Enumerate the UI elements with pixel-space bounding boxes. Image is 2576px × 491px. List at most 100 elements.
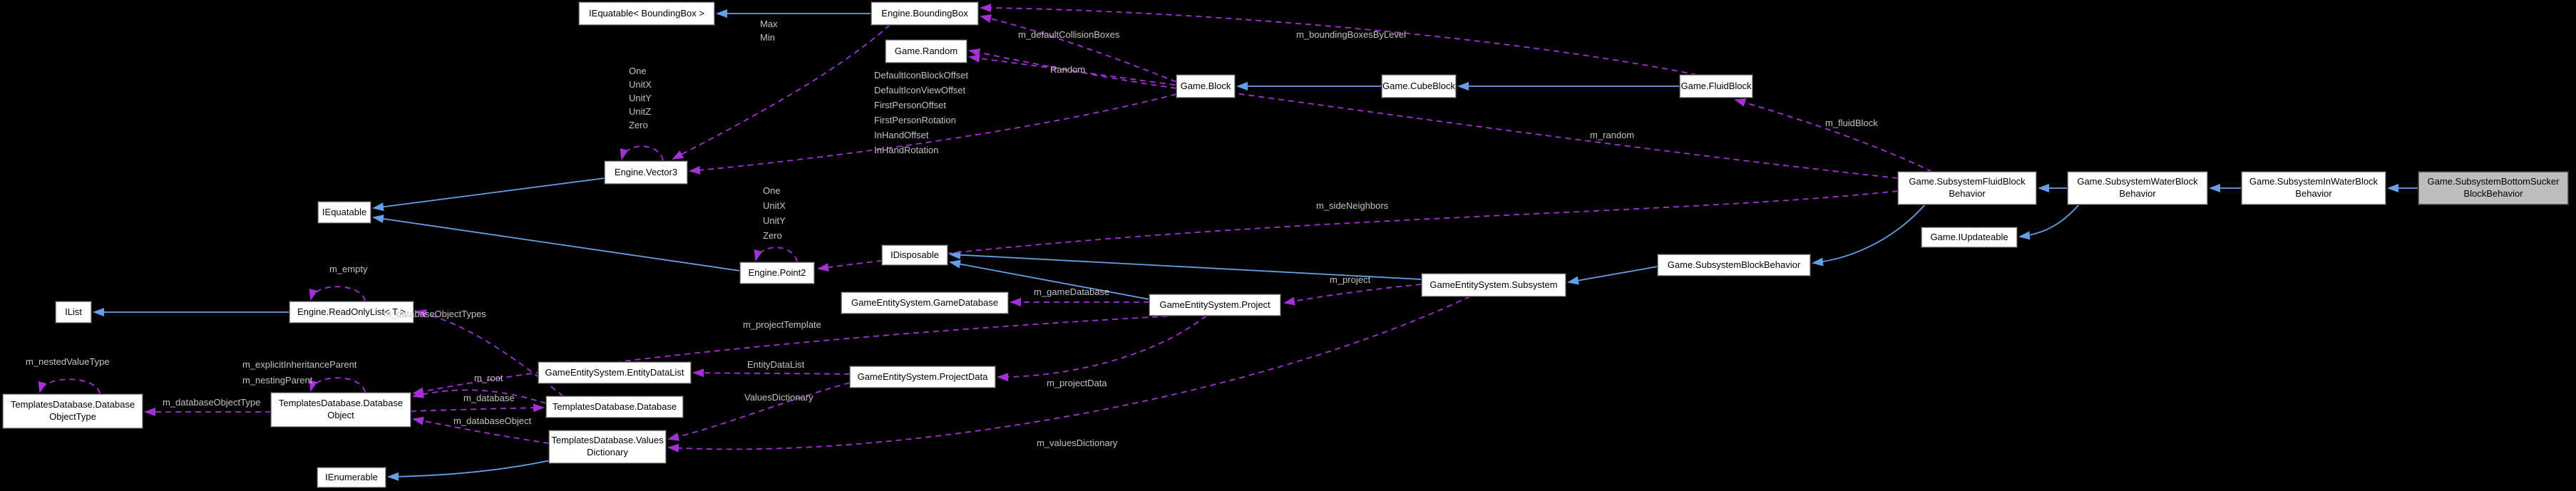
usage-edge-pdata-edl [692,368,851,378]
edge-member-label: m_random [1590,130,1635,140]
class-node-label: IEquatable [322,206,367,217]
edge-member-label: DefaultIconBlockOffset [874,70,968,81]
class-node-label: GameEntitySystem.GameDatabase [851,296,998,308]
usage-edge-rolist-rolist [309,286,366,301]
class-node-label: Engine.Point2 [748,267,806,278]
class-node-label: TemplatesDatabase.Database [278,398,404,409]
edge-member-label: m_gameDatabase [1034,286,1110,297]
class-node-ienum[interactable]: IEnumerable [317,467,386,488]
class-node-iupd[interactable]: Game.IUpdateable [1921,227,2018,248]
usage-edge-pdata-vdict [667,382,851,441]
edge-member-label: m_boundingBoxesByLevel [1296,29,1406,40]
class-node-idisp[interactable]: IDisposable [881,244,948,266]
edge-member-label: InHandOffset [874,130,929,140]
class-node-label: Game.Random [894,45,958,56]
class-node-subsystem[interactable]: GameEntitySystem.Subsystem [1421,273,1566,297]
edge-member-label: UnitX [763,200,786,211]
class-node-label: Game.FluidBlock [1680,80,1752,91]
edge-member-label: m_defaultCollisionBoxes [1018,29,1120,40]
class-node-bbox[interactable]: Engine.BoundingBox [871,1,979,26]
class-node-label: IEnumerable [325,471,378,482]
usage-edge-subfluid-point2 [817,190,1899,272]
class-node-project[interactable]: GameEntitySystem.Project [1149,294,1281,316]
usage-edge-fluid-bbox [980,4,1698,76]
class-node-rolist[interactable]: Engine.ReadOnlyList< T > [289,301,414,324]
class-node-vec3[interactable]: Engine.Vector3 [604,160,688,185]
edge-member-label: FirstPersonOffset [874,100,946,110]
edge-member-label: EntityDataList [747,359,805,370]
class-node-label: GameEntitySystem.Project [1159,299,1271,310]
edge-member-label: m_explicitInheritanceParent [242,359,357,370]
edge-member-label: FirstPersonRotation [874,115,956,125]
class-node-ilist[interactable]: IList [55,301,92,324]
usage-edge-subfluid-fluid [1734,98,1933,172]
class-node-pdata[interactable]: GameEntitySystem.ProjectData [849,366,996,388]
class-node-block[interactable]: Game.Block [1176,74,1236,98]
edge-member-label: m_database [463,393,515,403]
inheritance-edge-project-idisp [949,259,1150,300]
class-node-label: Behavior [2295,188,2332,199]
class-node-label: Behavior [2119,188,2156,199]
edge-member-label: m_databaseObject [453,415,532,426]
class-node-label: Game.SubsystemInWaterBlock [2249,176,2379,187]
edge-member-label: m_nestedValueType [26,356,110,367]
class-node-label: Game.SubsystemBottomSucker [2427,176,2560,187]
inheritance-edge-point2-ieq [372,215,741,272]
usage-edge-subsystem-vdict [667,296,1471,453]
inheritance-edge-subwater-iupd [2018,204,2080,240]
edge-member-label: m_projectData [1047,378,1107,388]
edge-member-label: m_valuesDictionary [1037,438,1118,448]
usage-edge-project-dbobj [412,315,1179,396]
class-node-label: Object [327,410,354,420]
edge-member-label: m_databaseObjectTypes [384,309,486,319]
class-node-label: Game.SubsystemWaterBlock [2077,176,2198,187]
usage-edge-dbobjtype-dbobjtype [38,378,101,394]
class-node-edl[interactable]: GameEntitySystem.EntityDataList [538,361,692,384]
class-node-label: IList [65,306,82,317]
edge-member-label: m_nestingParent [242,375,313,386]
class-node-ieq[interactable]: IEquatable [317,201,371,224]
usage-edge-bbox-vec3 [672,24,891,160]
class-node-label: Game.IUpdateable [1930,231,2008,242]
class-node-random[interactable]: Game.Random [885,39,968,63]
class-node-label: TemplatesDatabase.Database [552,400,677,412]
usage-edge-dbobj-tdb [410,403,545,413]
class-node-subblock[interactable]: Game.SubsystemBlockBehavior [1657,254,1811,276]
usage-edge-subsystem-project [1283,284,1422,306]
class-node-label: Game.SubsystemFluidBlock [1909,176,2026,187]
class-node-eqbb[interactable]: IEquatable< BoundingBox > [578,1,715,26]
edge-member-label: m_empty [329,264,368,274]
edge-member-label: m_databaseObjectType [163,397,261,408]
class-node-gamedb[interactable]: GameEntitySystem.GameDatabase [841,291,1009,314]
edge-member-label: One [629,66,647,76]
class-node-label: Behavior [1949,188,1986,199]
class-node-label: GameEntitySystem.EntityDataList [545,366,684,378]
class-node-label: IDisposable [891,249,939,260]
class-node-label: TemplatesDatabase.Database [10,399,135,410]
edge-member-label: Zero [763,230,782,241]
usage-edge-subfluid-random [968,53,1899,179]
class-node-tdb[interactable]: TemplatesDatabase.Database [545,396,684,418]
class-node-label: Engine.BoundingBox [881,7,968,19]
edge-member-label: Min [760,32,775,43]
class-node-point2[interactable]: Engine.Point2 [739,262,815,284]
inheritance-edge-vec3-ieq [372,177,605,212]
edge-member-label: Max [760,19,778,29]
class-node-fluid[interactable]: Game.FluidBlock [1679,74,1753,98]
class-node-label: GameEntitySystem.ProjectData [857,371,988,382]
class-node-label: GameEntitySystem.Subsystem [1430,279,1558,290]
edge-member-label: UnitX [629,79,652,90]
class-node-label: Engine.ReadOnlyList< T > [297,306,406,317]
class-node-label: IEquatable< BoundingBox > [589,7,704,19]
edge-member-label: UnitY [763,215,786,226]
class-node-cube[interactable]: Game.CubeBlock [1381,74,1457,98]
